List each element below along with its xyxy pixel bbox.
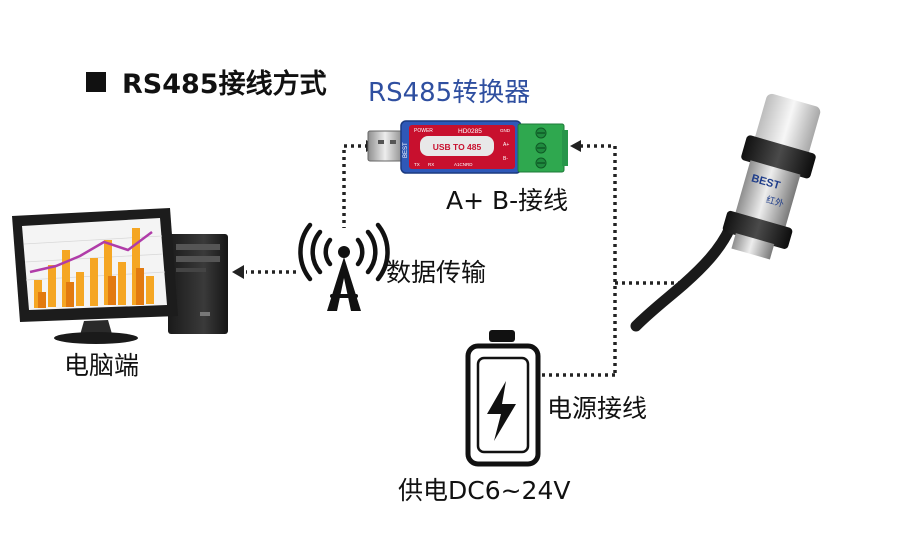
sensor-nut-lower	[722, 210, 793, 249]
converter-bottom-label: A1CNRD	[454, 162, 473, 167]
page-title: RS485接线方式	[122, 69, 327, 100]
battery-icon	[465, 330, 541, 467]
converter-tx-label: TX	[414, 162, 420, 167]
monitor-chart-line	[29, 231, 153, 274]
wireless-antenna-icon	[298, 222, 390, 311]
converter-gnd-label: GND	[500, 128, 511, 133]
arrow-into-computer	[232, 265, 244, 279]
converter-b-label: B-	[503, 156, 508, 162]
sensor-body	[735, 160, 801, 229]
power-wiring-label: 电源接线	[547, 394, 648, 423]
monitor-stand	[80, 320, 112, 335]
usb-to-antenna-line	[342, 144, 368, 228]
ab-wiring-label: A+ B-接线	[446, 186, 569, 215]
power-supply-label: 供电DC6~24V	[398, 476, 571, 505]
converter-screen-text: USB TO 485	[433, 142, 482, 152]
converter-model: HD0285	[458, 128, 482, 135]
converter-screen	[420, 136, 494, 156]
sensor-nut	[741, 135, 816, 179]
sensor-cap	[754, 93, 821, 157]
computer	[12, 208, 228, 344]
computer-label: 电脑端	[64, 351, 140, 380]
lightning-icon	[487, 381, 516, 441]
terminal-to-junction-line	[580, 144, 617, 375]
converter-rx-label: RX	[428, 162, 434, 167]
sensor-tail	[731, 233, 775, 260]
monitor-base	[54, 332, 138, 344]
sensor-cable	[630, 222, 736, 332]
rs485-converter: USB TO 485 POWER HD0285 BEST GND A+ B- T…	[367, 120, 568, 174]
page-title-row: RS485接线方式	[86, 62, 327, 101]
converter-a-label: A+	[503, 142, 509, 148]
arrow-into-terminal	[570, 140, 581, 152]
data-transfer-label: 数据传输	[386, 258, 487, 287]
title-bullet-icon	[86, 71, 106, 92]
photoelectric-sensor: BEST 红外	[630, 93, 821, 332]
converter-name: RS485转换器	[368, 78, 531, 108]
converter-top-label: POWER	[414, 128, 433, 134]
terminal-screws	[535, 127, 547, 169]
converter-side-text: BEST	[403, 142, 409, 158]
connection-lines	[246, 144, 688, 377]
